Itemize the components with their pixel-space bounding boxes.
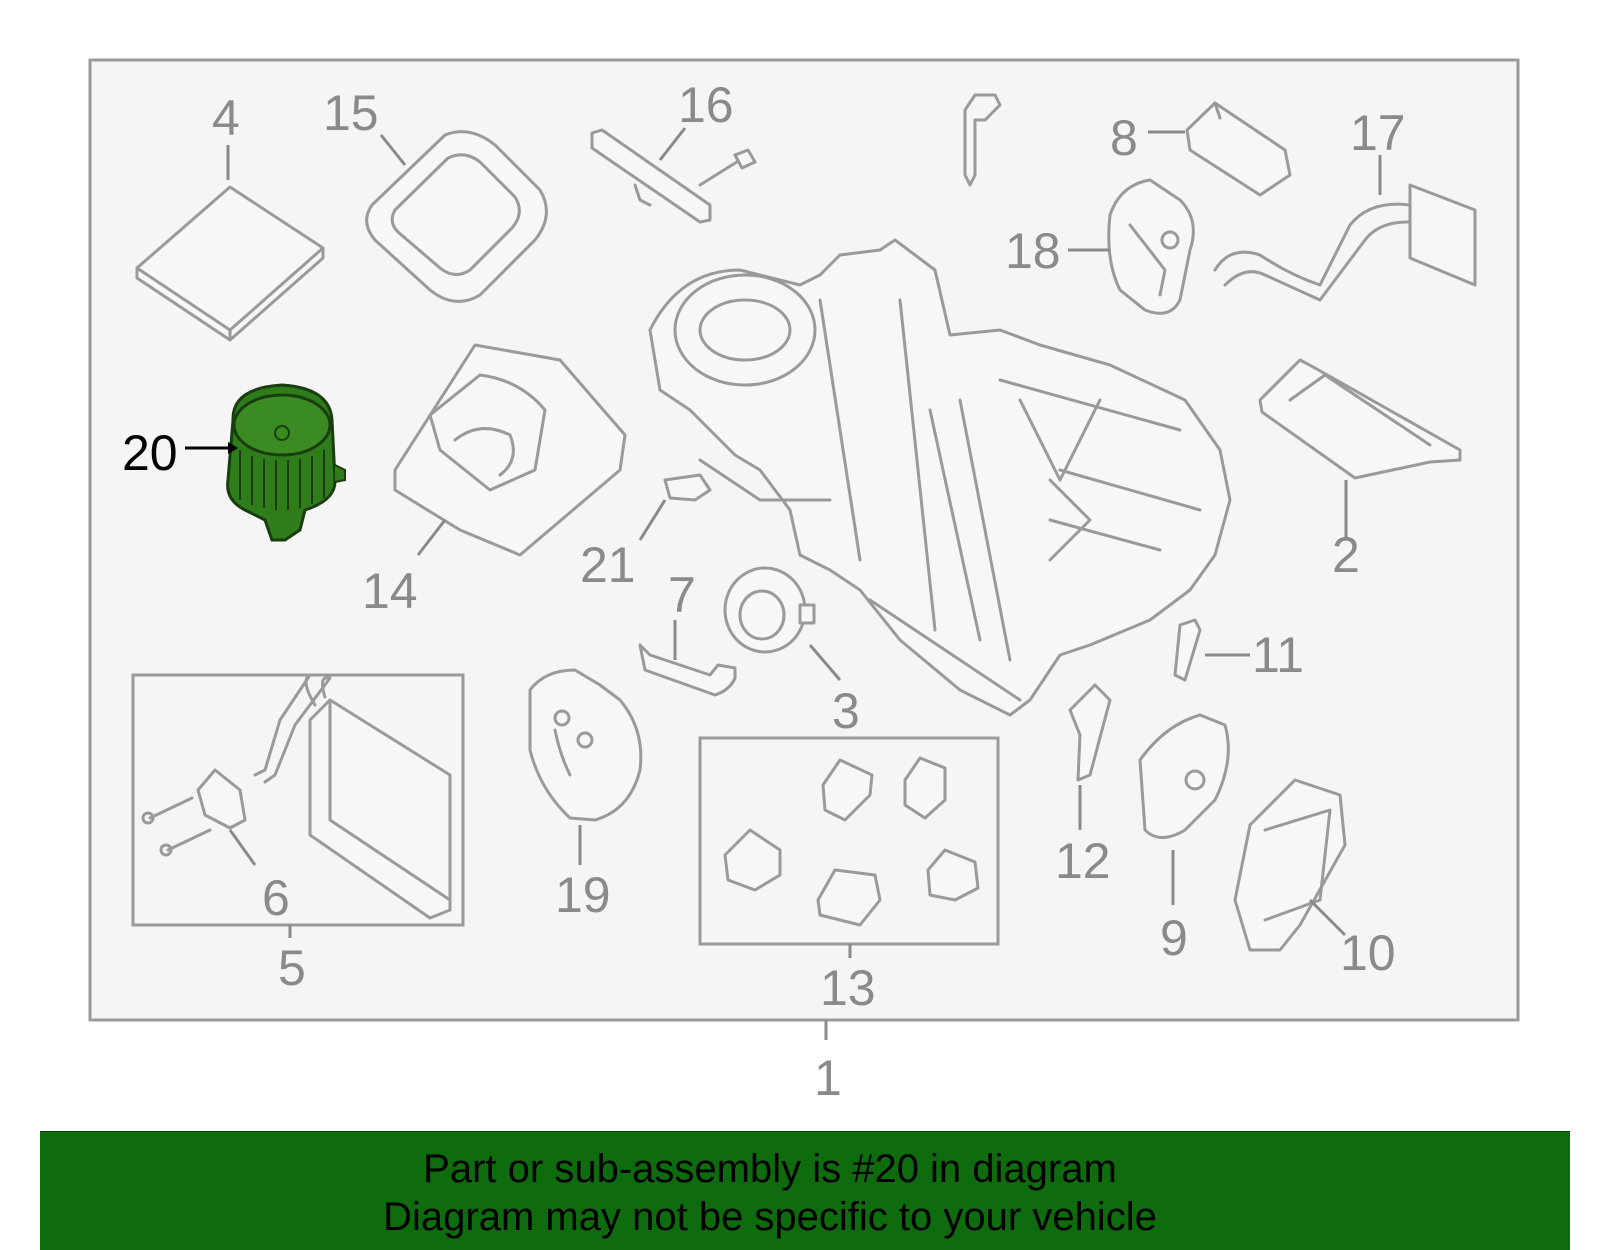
part-14-housing	[393, 343, 627, 557]
callout-5: 5	[278, 940, 306, 996]
part-sensor	[963, 93, 1002, 187]
callout-6: 6	[262, 870, 290, 926]
part-13-parts	[723, 756, 980, 927]
callout-3: 3	[832, 683, 860, 739]
part-9-actuator	[1138, 713, 1230, 839]
callout-4: 4	[212, 90, 240, 146]
part-bolt	[698, 148, 757, 187]
callout-21: 21	[580, 537, 636, 593]
callout-1: 1	[814, 1050, 842, 1106]
callout-12: 12	[1055, 833, 1111, 889]
part-2-cover	[1258, 358, 1462, 480]
callout-19: 19	[555, 867, 611, 923]
part-5-evaporator	[253, 673, 452, 920]
callout-10: 10	[1340, 925, 1396, 981]
callout-14: 14	[362, 563, 418, 619]
callout-15: 15	[323, 85, 379, 141]
callout-13: 13	[820, 960, 876, 1016]
part-7-duct	[638, 643, 737, 697]
callout-16: 16	[678, 77, 734, 133]
part-15-seal	[365, 130, 548, 303]
part-20-blower-motor	[226, 383, 346, 542]
part-19-actuator	[528, 668, 643, 822]
part-16-bracket	[590, 128, 712, 224]
part-18-actuator	[1107, 178, 1195, 315]
callout-7: 7	[668, 567, 696, 623]
part-10-door	[1233, 778, 1347, 952]
part-6-bracket	[141, 768, 247, 857]
part-8-resistor	[1185, 101, 1292, 197]
callout-20: 20	[122, 425, 178, 481]
part-21-clip	[663, 473, 712, 502]
part-3-actuator	[723, 566, 816, 654]
box-5	[131, 673, 465, 927]
callout-18: 18	[1005, 223, 1061, 279]
part-12-sensor	[1068, 683, 1112, 782]
callout-8: 8	[1110, 110, 1138, 166]
callout-17: 17	[1350, 105, 1406, 161]
callout-9: 9	[1160, 910, 1188, 966]
part-4-filter	[135, 185, 325, 342]
banner-line-2: Diagram may not be specific to your vehi…	[383, 1195, 1157, 1239]
callout-2: 2	[1332, 527, 1360, 583]
part-1-main-unit	[648, 238, 1232, 717]
banner-line-1: Part or sub-assembly is #20 in diagram	[423, 1147, 1117, 1191]
info-banner: Part or sub-assembly is #20 in diagram D…	[40, 1131, 1570, 1250]
callout-11: 11	[1252, 627, 1304, 683]
part-17-pipes	[1213, 183, 1477, 302]
part-11-sensor	[1173, 618, 1202, 682]
